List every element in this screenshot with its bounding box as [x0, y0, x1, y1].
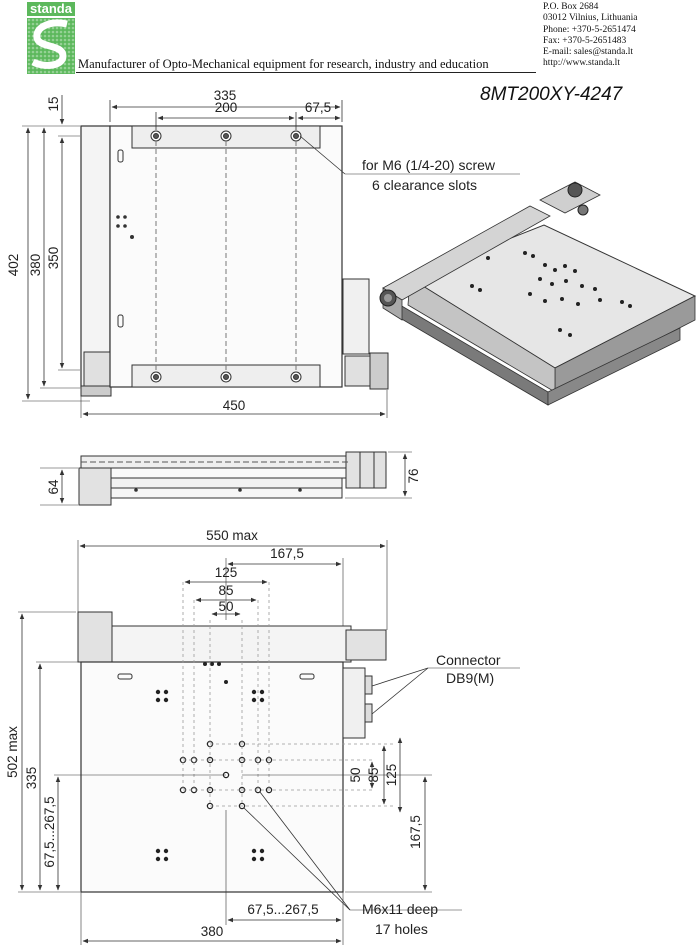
dim-350: 350 — [46, 247, 61, 270]
connector-box — [342, 667, 366, 739]
isometric-view — [379, 181, 697, 406]
bottom-plate — [80, 661, 344, 893]
dim-50-top: 50 — [218, 599, 233, 614]
dim-200: 200 — [215, 100, 238, 115]
x-stage-side — [342, 278, 370, 355]
bottom-motor-left — [77, 611, 113, 663]
contact-block: P.O. Box 2684 03012 Vilnius, Lithuania P… — [543, 2, 638, 70]
standa-logo: standa — [27, 2, 75, 74]
dim-167-5-top: 167,5 — [270, 546, 304, 561]
contact-line: http://www.standa.lt — [543, 58, 620, 69]
hidden-lines — [155, 141, 297, 372]
dim-67-5-top: 67,5 — [305, 100, 331, 115]
dim-167-5-right: 167,5 — [408, 815, 423, 849]
dim-335: 335 — [214, 88, 237, 103]
side-motor-right — [345, 451, 387, 489]
header-rule — [76, 72, 536, 73]
slot-note-line2: 6 clearance slots — [372, 177, 477, 193]
dim-335-left: 335 — [24, 767, 39, 790]
holes-spec: M6x11 deep — [362, 901, 438, 917]
bottom-view: 550 max 167,5 125 85 50 502 max 335 67,5… — [5, 528, 520, 945]
dim-502-max: 502 max — [5, 726, 20, 778]
dim-64: 64 — [46, 479, 61, 495]
logo-mark — [27, 18, 75, 74]
bottom-rail — [80, 625, 352, 663]
y-motor-connector — [80, 385, 112, 397]
contact-line: Fax: +370-5-2651483 — [543, 35, 627, 46]
slot-note-line1: for M6 (1/4-20) screw — [362, 157, 496, 173]
company-tagline: Manufacturer of Opto-Mechanical equipmen… — [78, 57, 489, 71]
plate-holes — [116, 215, 134, 239]
dim-15: 15 — [46, 96, 61, 111]
mounting-hole-groups — [155, 662, 265, 862]
dim-450: 450 — [223, 398, 246, 413]
contact-line: P.O. Box 2684 — [543, 2, 599, 12]
brand-name: standa — [27, 2, 75, 16]
y-stage-rail — [80, 125, 111, 389]
top-view: 335 200 67,5 402 380 350 15 450 for M6 (… — [6, 88, 520, 418]
dim-67-5-267-5-bottom: 67,5...267,5 — [247, 902, 318, 917]
side-motor-left — [78, 467, 112, 506]
connector-type: DB9(M) — [446, 670, 494, 686]
contact-line: Phone: +370-5-2651474 — [543, 24, 636, 35]
dim-380: 380 — [28, 254, 43, 277]
dim-402: 402 — [6, 254, 21, 277]
dim-550-max: 550 max — [206, 528, 258, 543]
holes-count: 17 holes — [375, 921, 428, 937]
contact-line: E-mail: sales@standa.lt — [543, 47, 634, 58]
dim-85-top: 85 — [218, 583, 233, 598]
model-title: 8MT200XY-4247 — [480, 84, 623, 105]
clearance-slots — [150, 130, 302, 383]
contact-line: 03012 Vilnius, Lithuania — [543, 13, 638, 24]
dim-125-top: 125 — [215, 565, 238, 580]
bottom-motor-right — [345, 629, 387, 661]
dim-67-5-267-5-left: 67,5...267,5 — [42, 796, 57, 867]
dim-380: 380 — [201, 924, 224, 939]
y-motor — [83, 351, 111, 391]
dim-76: 76 — [406, 468, 421, 483]
side-view: 64 76 — [40, 451, 421, 506]
connector-label: Connector — [436, 652, 501, 668]
